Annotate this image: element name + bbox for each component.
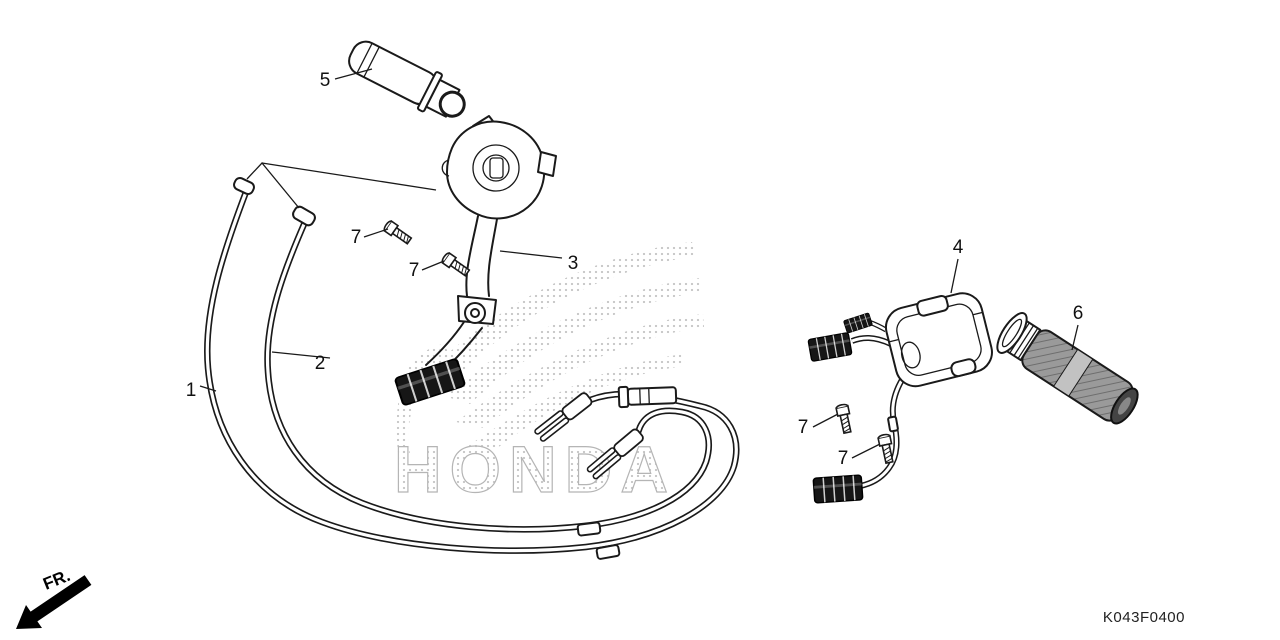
callout-7a: 7 bbox=[351, 227, 362, 248]
harness-connector-upper bbox=[807, 331, 853, 363]
callout-2: 2 bbox=[315, 353, 326, 374]
callout-6: 6 bbox=[1073, 303, 1084, 324]
callout-1: 1 bbox=[186, 380, 197, 401]
screw-left-lower bbox=[439, 250, 472, 279]
harness-connector-lower bbox=[812, 474, 864, 504]
cable-adjuster-barrel bbox=[617, 385, 678, 409]
grip-tube-open-end bbox=[438, 90, 466, 118]
cable-1-end-cap bbox=[233, 176, 255, 196]
cable-clamp-band-1 bbox=[576, 521, 602, 537]
callouts: 1 2 3 4 5 6 7 7 7 7 bbox=[186, 70, 1084, 469]
cable-clamp-band-2 bbox=[595, 544, 621, 560]
starter-button bbox=[950, 358, 977, 378]
callout-7c: 7 bbox=[798, 417, 809, 438]
wire-clamp bbox=[887, 415, 899, 433]
front-direction-arrow bbox=[16, 575, 92, 629]
grip-flange-ring bbox=[996, 312, 1028, 354]
harness-connector-small bbox=[843, 312, 873, 334]
callout-7d: 7 bbox=[838, 448, 849, 469]
front-direction-marker: FR. bbox=[16, 566, 92, 629]
callout-7b: 7 bbox=[409, 260, 420, 281]
cable-lower-fittings bbox=[533, 385, 678, 560]
switch-knob bbox=[489, 157, 504, 179]
callout-5: 5 bbox=[320, 70, 331, 91]
leader-lines bbox=[199, 68, 1079, 459]
screw-right-lower bbox=[876, 432, 897, 465]
callout-4: 4 bbox=[953, 237, 964, 258]
screw-left-upper bbox=[381, 218, 414, 247]
diagram-code: K043F0400 bbox=[1103, 609, 1185, 626]
left-switch-assembly bbox=[393, 115, 557, 407]
right-switch-assembly bbox=[807, 292, 993, 504]
throttle-grip-tube bbox=[348, 40, 466, 118]
cable-upper-fittings bbox=[233, 176, 316, 227]
cable-2-end-cap bbox=[292, 205, 316, 227]
callout-3: 3 bbox=[568, 253, 579, 274]
hand-grip bbox=[996, 312, 1139, 425]
screw-right-upper bbox=[834, 402, 855, 435]
kill-switch-slider bbox=[916, 294, 949, 317]
